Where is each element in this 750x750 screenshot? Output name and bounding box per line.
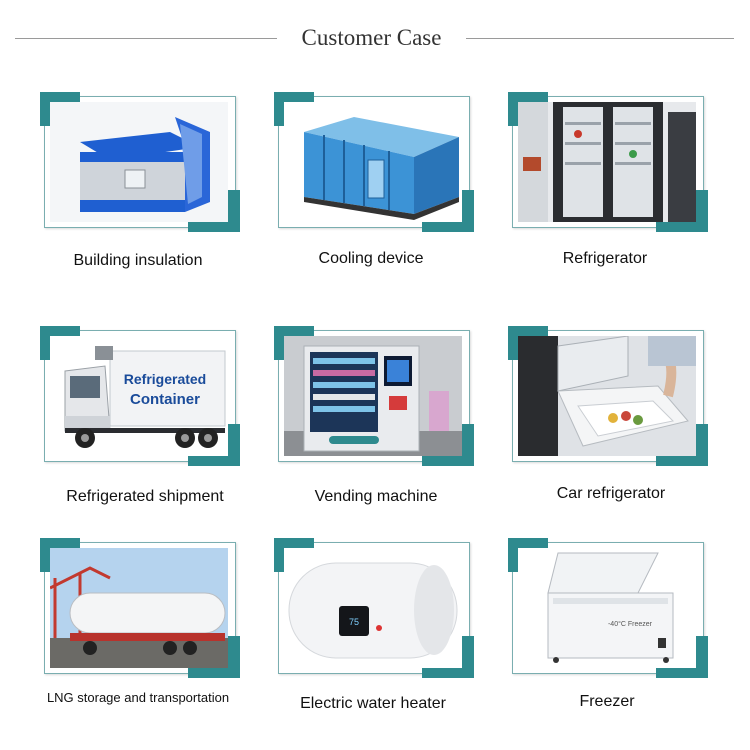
- case-card-building-insulation[interactable]: [40, 92, 240, 232]
- header-divider-right: [466, 38, 734, 39]
- case-card-freezer[interactable]: -40°C Freezer: [508, 538, 708, 678]
- page-title: Customer Case: [301, 25, 442, 50]
- water-heater-icon: 75: [284, 548, 462, 668]
- case-card-lng[interactable]: [40, 538, 240, 678]
- insulated-box-icon: [50, 102, 228, 222]
- truck-text-line-2: Container: [130, 391, 200, 408]
- freezer-label: -40°C Freezer: [608, 620, 653, 628]
- case-card-car-refrigerator[interactable]: [508, 326, 708, 466]
- refrigerator-icon: [518, 102, 696, 222]
- case-label: Freezer: [579, 693, 635, 710]
- chest-freezer-icon: -40°C Freezer: [518, 548, 696, 668]
- truck-text-line-1: Refrigerated: [124, 371, 206, 387]
- case-label: Building insulation: [73, 252, 203, 269]
- car-fridge-icon: [518, 336, 696, 456]
- header-divider-left: [15, 38, 277, 39]
- cold-room-icon: [284, 102, 462, 222]
- vending-machine-icon: [284, 336, 462, 456]
- case-label: Car refrigerator: [556, 485, 666, 502]
- case-label: Electric water heater: [300, 695, 446, 712]
- case-label: Vending machine: [314, 488, 438, 505]
- case-label: Refrigerated shipment: [66, 488, 224, 505]
- case-label: LNG storage and transportation: [46, 690, 230, 705]
- tanker-icon: [50, 548, 228, 668]
- case-label: Cooling device: [318, 250, 424, 267]
- case-card-vending-machine[interactable]: [274, 326, 474, 466]
- heater-display: 75: [349, 617, 359, 627]
- case-label: Refrigerator: [562, 250, 648, 267]
- section-header: Customer Case: [0, 22, 750, 54]
- case-card-water-heater[interactable]: 75: [274, 538, 474, 678]
- truck-icon: Refrigerated Container: [50, 336, 228, 456]
- case-card-refrigerator[interactable]: [508, 92, 708, 232]
- case-card-cooling-device[interactable]: [274, 92, 474, 232]
- case-card-refrigerated-shipment[interactable]: Refrigerated Container: [40, 326, 240, 466]
